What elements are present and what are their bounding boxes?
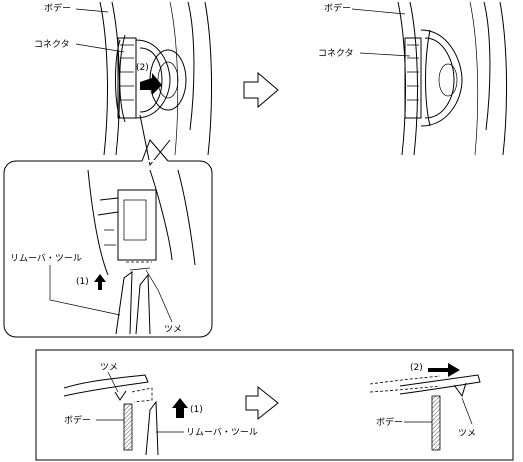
label-remover-tool-bottom: リムーバ・ツール — [186, 427, 258, 438]
label-step2-top-left: (2) — [136, 63, 149, 73]
label-step1-callout: (1) — [76, 277, 89, 287]
label-body-bottom-right: ボデー — [376, 416, 403, 428]
label-claw-bottom-left: ツメ — [100, 363, 118, 373]
action-arrow-icon — [172, 398, 188, 418]
label-connector-top-right: コネクタ — [318, 48, 354, 59]
label-step1-bottom: (1) — [190, 405, 203, 415]
label-connector-top-left: コネクタ — [34, 39, 70, 50]
action-arrow-icon — [140, 73, 162, 95]
flow-arrow-icon — [245, 385, 279, 421]
top-left-view — [75, 1, 213, 167]
label-claw-bottom-right: ツメ — [458, 429, 476, 439]
bottom-detail-panel — [35, 349, 514, 461]
action-arrow-icon — [428, 363, 460, 377]
action-arrow-icon — [94, 274, 106, 290]
label-step2-bottom: (2) — [410, 363, 423, 373]
top-right-view — [351, 1, 508, 156]
bottom-left-state — [63, 371, 188, 456]
label-body-top-left: ボデー — [44, 2, 71, 14]
label-claw-callout: ツメ — [164, 325, 182, 335]
bottom-right-state — [369, 363, 481, 451]
label-body-bottom-left: ボデー — [64, 414, 91, 426]
callout-detail-view — [3, 139, 213, 338]
label-body-top-right: ボデー — [324, 2, 351, 14]
label-remover-tool-callout: リムーバ・ツール — [10, 253, 82, 264]
flow-arrow-icon — [243, 71, 279, 109]
